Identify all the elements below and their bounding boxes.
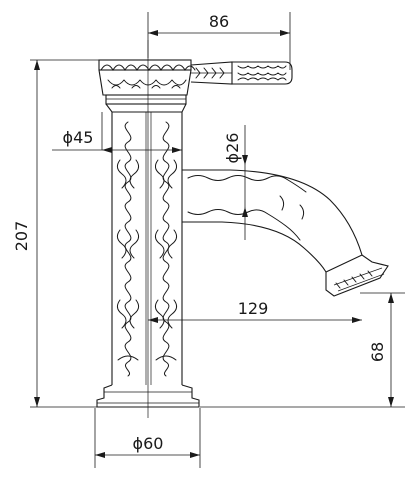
faucet-base [96,384,200,408]
dimension-handle-offset: 86 [147,12,291,70]
spout-diameter-label: ϕ26 [223,133,242,164]
crown-cap [98,59,196,113]
dimension-spout-reach: 129 [148,299,362,323]
dimension-body-diameter: ϕ45 [52,112,182,153]
handle-offset-label: 86 [209,12,229,31]
faucet-spout [182,169,389,297]
total-height-label: 207 [12,221,31,252]
handle-lever [190,61,293,85]
dimension-total-height: 207 [12,59,100,408]
dimension-base-diameter: ϕ60 [94,408,201,468]
faucet-body [111,112,183,385]
base-diameter-label: ϕ60 [133,434,164,453]
body-diameter-label: ϕ45 [63,128,94,147]
dimension-spout-height: 68 [200,292,405,408]
spout-height-label: 68 [368,342,387,362]
spout-reach-label: 129 [238,299,269,318]
dimension-spout-diameter: ϕ26 [223,125,248,240]
